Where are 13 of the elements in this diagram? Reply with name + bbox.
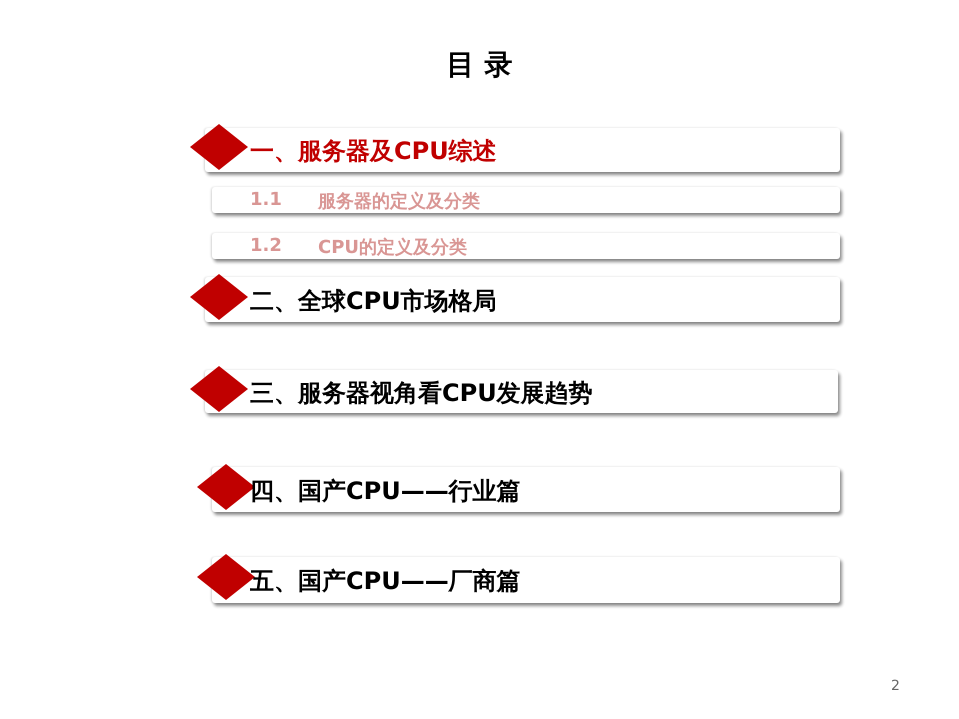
page-number: 2 <box>891 678 900 694</box>
section-heading: 二、全球CPU市场格局 <box>250 286 497 316</box>
subsection-bar <box>212 187 840 213</box>
subsection-heading: CPU的定义及分类 <box>318 236 468 259</box>
section-heading: 一、服务器及CPU综述 <box>250 136 497 167</box>
section-heading: 三、服务器视角看CPU发展趋势 <box>250 378 593 408</box>
subsection-bar <box>212 233 840 259</box>
section-heading: 五、国产CPU——厂商篇 <box>250 566 521 597</box>
section-heading: 四、国产CPU——行业篇 <box>250 476 521 506</box>
page-title: 目 录 <box>446 47 514 83</box>
section-number: 1.1 <box>250 189 282 210</box>
section-number: 1.2 <box>250 235 282 256</box>
subsection-heading: 服务器的定义及分类 <box>318 190 480 213</box>
